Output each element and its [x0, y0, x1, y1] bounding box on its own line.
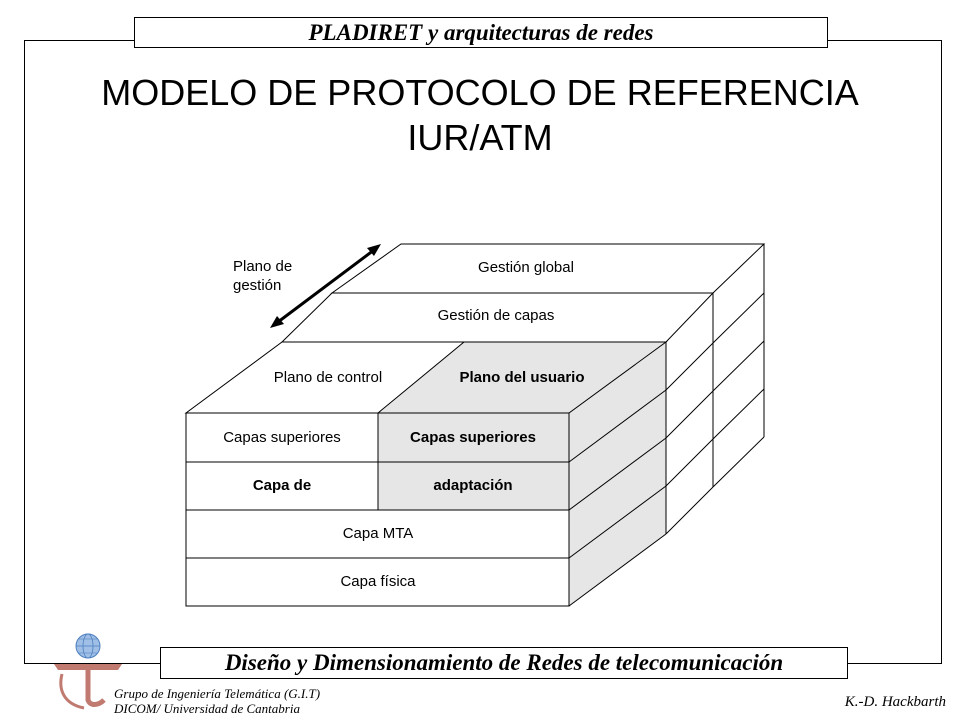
management-plane-arrow [270, 244, 381, 328]
university-name: DICOM/ Universidad de Cantabria [114, 701, 300, 716]
slide-title-line2: IUR/ATM [407, 117, 553, 158]
user-plane-label: Plano del usuario [459, 369, 584, 386]
user-plane-upper-shade [378, 413, 569, 462]
user-plane-top-shade [378, 342, 666, 413]
side-white [666, 293, 713, 534]
course-title: PLADIRET y arquitecturas de redes [134, 17, 828, 48]
slide-title-line1: MODELO DE PROTOCOLO DE REFERENCIA [101, 72, 859, 113]
control-plane-label: Plano de control [274, 369, 382, 386]
layer-management-label: Gestión de capas [438, 307, 555, 324]
git-logo [54, 633, 122, 710]
global-management-label: Gestión global [478, 259, 574, 276]
upper-layers-user-label: Capas superiores [410, 429, 536, 446]
course-subtitle: Diseño y Dimensionamiento de Redes de te… [160, 647, 848, 679]
group-name: Grupo de Ingeniería Telemática (G.I.T) [114, 686, 321, 701]
adaptation-layer-label-left: Capa de [253, 477, 311, 494]
management-plane-label-line1: Plano de [233, 258, 292, 275]
management-plane-label-line2: gestión [233, 277, 281, 294]
author-name: K.-D. Hackbarth [844, 694, 946, 710]
upper-layers-control-label: Capas superiores [223, 429, 341, 446]
user-plane-adaptation-shade [378, 462, 569, 510]
adaptation-layer-label-right: adaptación [433, 477, 512, 494]
physical-layer-label: Capa física [340, 573, 416, 590]
atm-layer-label: Capa MTA [343, 525, 414, 542]
